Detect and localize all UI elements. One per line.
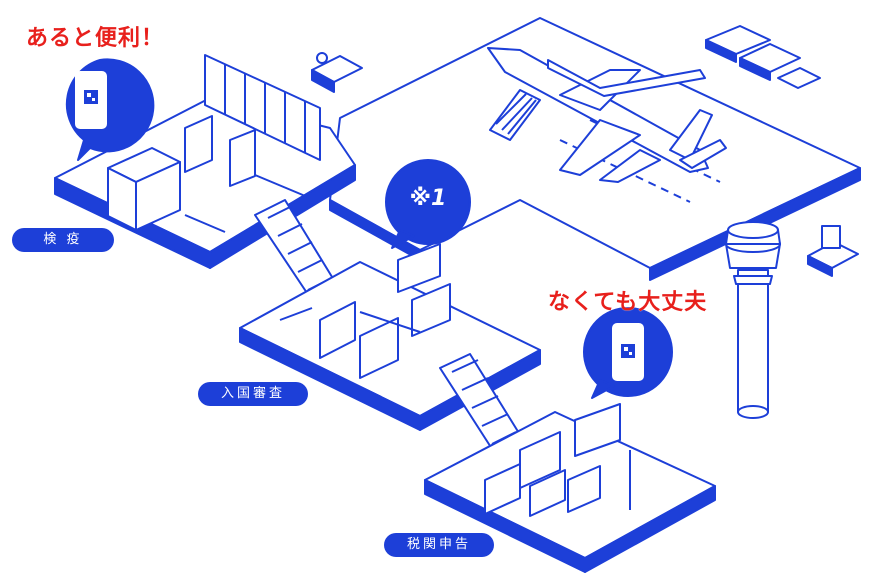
forklift-icon	[807, 225, 859, 277]
label-customs: 税関申告	[384, 533, 494, 557]
label-quarantine: 検 疫	[12, 228, 114, 252]
phone-callout-convenient	[65, 58, 155, 161]
not-needed-note: なくても大丈夫	[548, 290, 708, 315]
airplane-icon	[487, 47, 727, 183]
label-immigration: 入国審査	[198, 382, 308, 406]
baggage-cart-icon	[705, 25, 821, 89]
note-badge: ※1	[409, 186, 447, 211]
boarding-stairs-icon	[489, 89, 541, 141]
convenient-note: あると便利！	[26, 26, 165, 51]
control-tower-icon	[725, 221, 781, 419]
customs-floor	[424, 403, 716, 573]
tug-vehicle-icon	[311, 52, 363, 93]
note-badge-callout	[385, 159, 471, 249]
phone-callout-not-needed	[583, 307, 673, 399]
